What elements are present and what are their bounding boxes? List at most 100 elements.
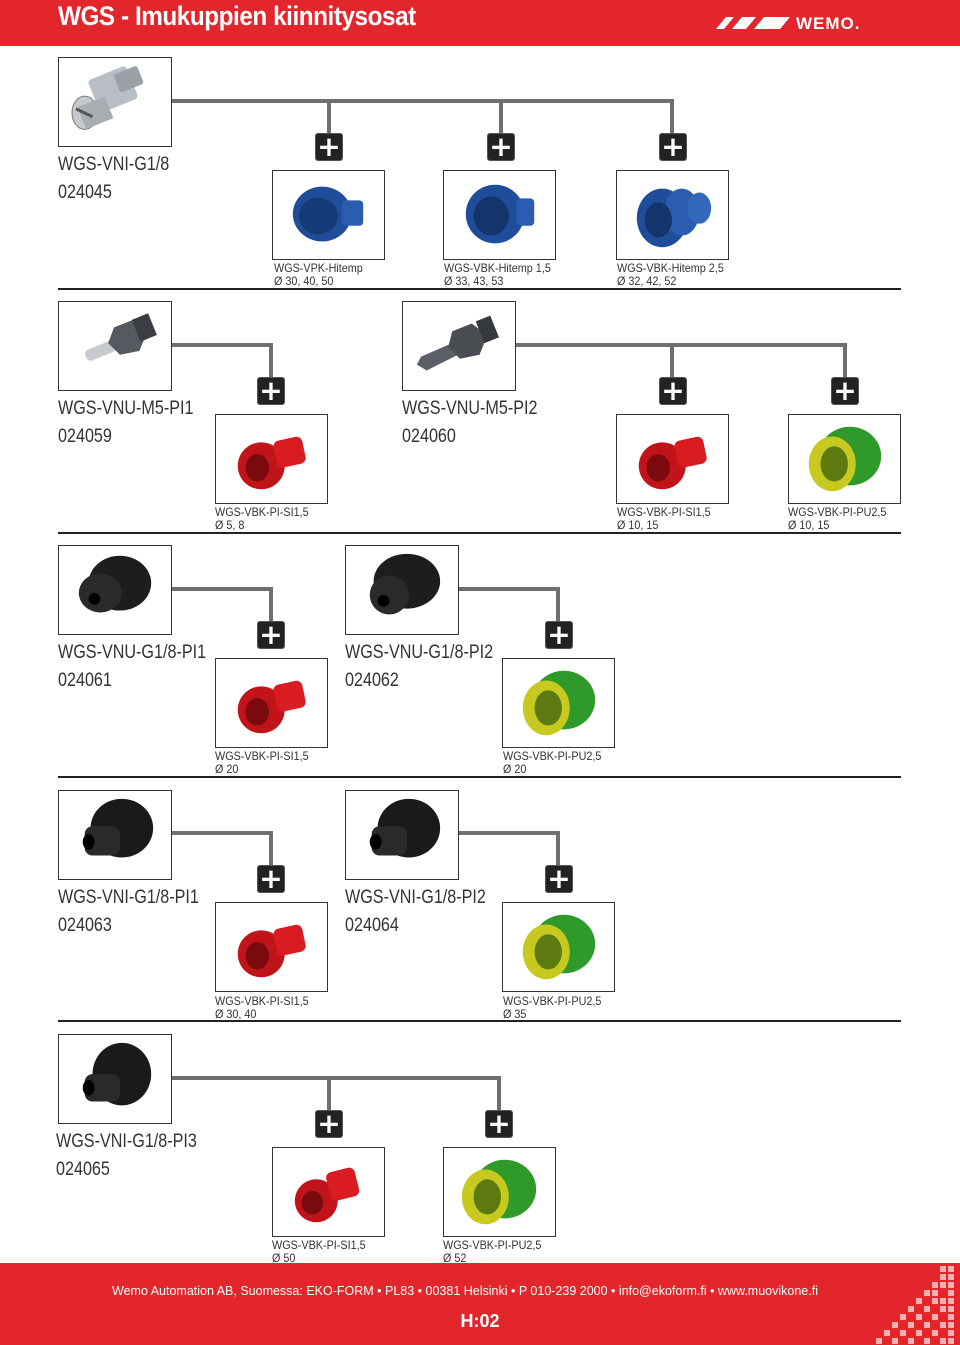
nipple-fitting-image xyxy=(416,315,500,371)
page-footer xyxy=(0,1263,960,1345)
base-image-box xyxy=(402,301,516,391)
cup-name-label: WGS-VBK-Hitemp 2,5 xyxy=(617,261,724,275)
cup-dims-label: Ø 10, 15 xyxy=(617,518,659,532)
nipple-fitting-image xyxy=(78,555,152,613)
cup-image-box xyxy=(215,658,328,748)
section-divider xyxy=(58,288,901,290)
bellows-cup-image xyxy=(522,914,596,980)
nipple-fitting-image xyxy=(71,66,144,130)
plus-icon: + xyxy=(315,133,343,161)
cup-name-label: WGS-VBK-Hitemp 1,5 xyxy=(444,261,551,275)
cup-name-label: WGS-VPK-Hitemp xyxy=(274,261,363,275)
cup-image-box xyxy=(788,414,901,504)
base-model-label: WGS-VNI-G1/8 xyxy=(58,154,170,175)
cup-image-box xyxy=(215,414,328,504)
base-code-label: 024065 xyxy=(56,1159,110,1180)
plus-icon: + xyxy=(831,377,859,405)
nipple-fitting-image xyxy=(369,798,441,858)
bellows-cup-image xyxy=(294,1167,360,1223)
bellows-cup-image xyxy=(461,1159,537,1225)
base-code-label: 024059 xyxy=(58,426,112,447)
cup-dims-label: Ø 52 xyxy=(443,1251,467,1265)
bellows-cup-image xyxy=(465,184,535,244)
nipple-fitting-image xyxy=(369,553,441,615)
nipple-fitting-image xyxy=(85,313,157,361)
cup-name-label: WGS-VBK-PI-SI1,5 xyxy=(215,505,309,519)
base-model-label: WGS-VNI-G1/8-PI1 xyxy=(58,887,199,908)
pixel-pattern-decoration xyxy=(876,1266,954,1344)
cup-name-label: WGS-VBK-PI-PU2,5 xyxy=(503,749,602,763)
cup-dims-label: Ø 10, 15 xyxy=(788,518,830,532)
wemo-logo: WEMO. xyxy=(712,8,907,38)
cup-dims-label: Ø 5, 8 xyxy=(215,518,245,532)
plus-icon: + xyxy=(257,377,285,405)
base-image-box xyxy=(58,301,172,391)
bellows-cup-image xyxy=(237,924,306,978)
cup-image-box xyxy=(616,414,729,504)
base-image-box xyxy=(345,790,459,880)
base-image-box xyxy=(58,57,172,147)
base-code-label: 024064 xyxy=(345,915,399,936)
cup-image-box xyxy=(443,1147,556,1237)
cup-image-box xyxy=(502,902,615,992)
cup-name-label: WGS-VBK-PI-SI1,5 xyxy=(617,505,711,519)
nipple-fitting-image xyxy=(82,1042,152,1106)
cup-name-label: WGS-VBK-PI-PU2,5 xyxy=(443,1238,542,1252)
cup-dims-label: Ø 30, 40, 50 xyxy=(274,274,334,288)
page-header xyxy=(0,0,960,46)
cup-image-box xyxy=(502,658,615,748)
base-model-label: WGS-VNU-M5-PI1 xyxy=(58,398,194,419)
section-divider xyxy=(58,1020,901,1022)
nipple-fitting-image xyxy=(82,798,154,858)
plus-icon: + xyxy=(545,865,573,893)
base-image-box xyxy=(58,790,172,880)
bellows-cup-image xyxy=(808,426,882,492)
cup-name-label: WGS-VBK-PI-SI1,5 xyxy=(215,749,309,763)
base-image-box xyxy=(345,545,459,635)
base-model-label: WGS-VNU-G1/8-PI2 xyxy=(345,642,494,663)
base-model-label: WGS-VNU-M5-PI2 xyxy=(402,398,538,419)
svg-text:WEMO.: WEMO. xyxy=(796,14,861,33)
bellows-cup-image xyxy=(638,436,707,490)
base-code-label: 024061 xyxy=(58,670,112,691)
bellows-cup-image xyxy=(522,670,596,736)
cup-dims-label: Ø 35 xyxy=(503,1007,527,1021)
plus-icon: + xyxy=(545,621,573,649)
plus-icon: + xyxy=(257,865,285,893)
plus-icon: + xyxy=(487,133,515,161)
base-image-box xyxy=(58,545,172,635)
cup-name-label: WGS-VBK-PI-PU2,5 xyxy=(788,505,887,519)
cup-image-box xyxy=(443,170,556,260)
cup-dims-label: Ø 20 xyxy=(215,762,239,776)
cup-dims-label: Ø 50 xyxy=(272,1251,296,1265)
plus-icon: + xyxy=(257,621,285,649)
base-code-label: 024063 xyxy=(58,915,112,936)
base-model-label: WGS-VNI-G1/8-PI3 xyxy=(56,1131,197,1152)
cup-name-label: WGS-VBK-PI-SI1,5 xyxy=(215,994,309,1008)
cup-dims-label: Ø 20 xyxy=(503,762,527,776)
base-model-label: WGS-VNU-G1/8-PI1 xyxy=(58,642,207,663)
cup-name-label: WGS-VBK-PI-SI1,5 xyxy=(272,1238,366,1252)
bellows-cup-image xyxy=(636,188,712,248)
cup-dims-label: Ø 30, 40 xyxy=(215,1007,257,1021)
base-image-box xyxy=(58,1034,172,1124)
plus-icon: + xyxy=(659,133,687,161)
cup-image-box xyxy=(272,1147,385,1237)
page-title: WGS - Imukuppien kiinnitysosat xyxy=(58,1,416,31)
flat-cup-image xyxy=(292,186,364,242)
cup-image-box xyxy=(215,902,328,992)
section-divider xyxy=(58,532,901,534)
base-code-label: 024060 xyxy=(402,426,456,447)
base-code-label: 024062 xyxy=(345,670,399,691)
page-number: H:02 xyxy=(460,1311,500,1331)
section-divider xyxy=(58,776,901,778)
base-model-label: WGS-VNI-G1/8-PI2 xyxy=(345,887,486,908)
bellows-cup-image xyxy=(237,680,306,734)
cup-dims-label: Ø 32, 42, 52 xyxy=(617,274,677,288)
footer-contact: Wemo Automation AB, Suomessa: EKO-FORM •… xyxy=(112,1284,818,1298)
cup-name-label: WGS-VBK-PI-PU2,5 xyxy=(503,994,602,1008)
bellows-cup-image xyxy=(237,436,306,490)
plus-icon: + xyxy=(485,1110,513,1138)
cup-image-box xyxy=(272,170,385,260)
plus-icon: + xyxy=(659,377,687,405)
